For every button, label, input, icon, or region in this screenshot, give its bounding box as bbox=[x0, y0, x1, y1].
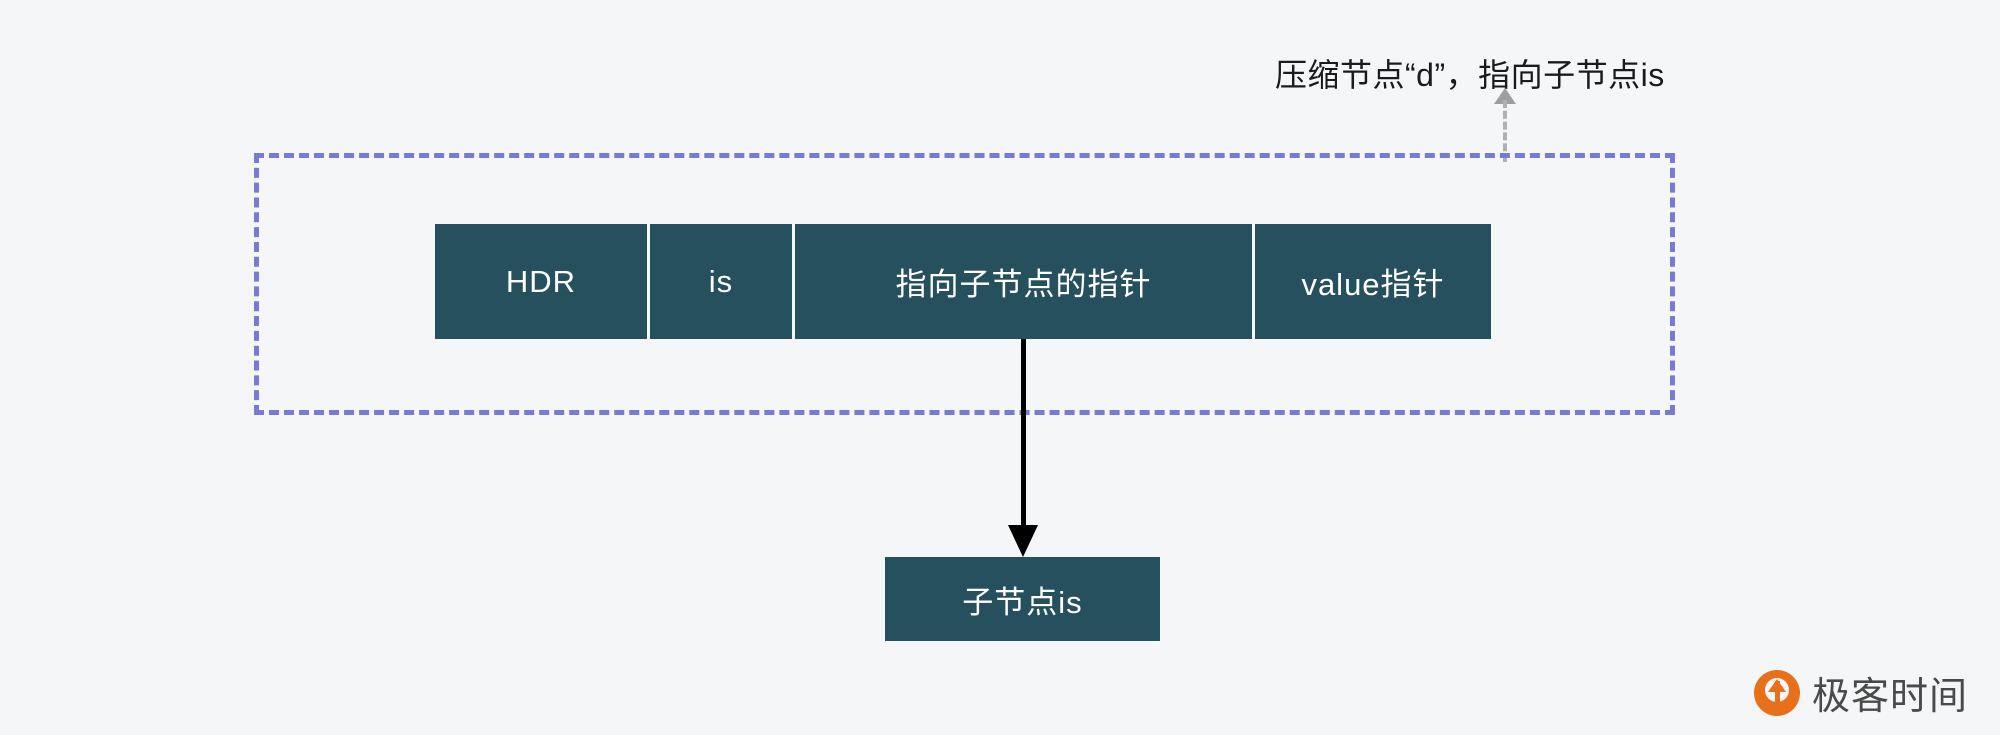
child-pointer-arrow-down-icon bbox=[1008, 525, 1038, 557]
node-cell-hdr: HDR bbox=[435, 224, 650, 339]
watermark-brand-text: 极客时间 bbox=[1812, 676, 1969, 718]
annotation-arrow-up-icon bbox=[1494, 88, 1516, 104]
child-pointer-line bbox=[1021, 339, 1026, 529]
node-record: HDR is 指向子节点的指针 value指针 bbox=[435, 224, 1491, 339]
watermark: 极客时间 bbox=[1754, 665, 1968, 720]
compressed-node-dashed-container bbox=[254, 153, 1675, 415]
node-cell-is: is bbox=[650, 224, 795, 339]
node-cell-child-pointer: 指向子节点的指针 bbox=[795, 224, 1255, 339]
geektime-logo-icon bbox=[1754, 669, 1800, 716]
annotation-label: 压缩节点“d”，指向子节点is bbox=[1275, 57, 1665, 93]
child-node-box: 子节点is bbox=[885, 557, 1160, 641]
node-cell-value-pointer: value指针 bbox=[1255, 224, 1491, 339]
annotation-leader-line bbox=[1503, 100, 1507, 162]
